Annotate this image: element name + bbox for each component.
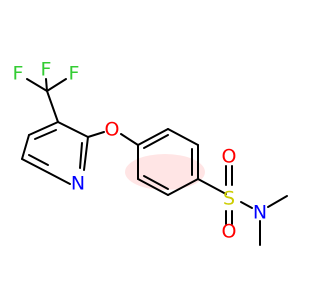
bond-pyr-c4-c3 <box>28 121 59 136</box>
bond-c-f-left <box>26 78 48 92</box>
bond-pyr-c2-n-inner <box>79 142 83 169</box>
bond-n-methyl-1 <box>267 195 288 208</box>
bond-c2-o <box>87 131 105 138</box>
bond-c-f-top <box>45 78 48 92</box>
atom-fluorine-top: F <box>41 59 52 81</box>
bond-bz-c2-c3 <box>167 128 199 146</box>
bond-pyr-c6-c5-inner <box>28 154 49 166</box>
bond-pyr-c6-c5 <box>21 158 50 174</box>
atom-sulfur: S <box>223 188 235 210</box>
bonds <box>21 78 288 246</box>
atom-oxygen-sulfonyl-bottom: O <box>222 221 237 243</box>
molecule-structure: F F F O N S O O N <box>13 59 288 246</box>
atom-fluorine-left: F <box>13 63 24 85</box>
bond-bz-c4-c5 <box>167 178 199 196</box>
bond-pyr-n-c6 <box>48 172 71 185</box>
atom-fluorine-right: F <box>69 63 80 85</box>
bond-c4-s <box>197 178 227 195</box>
atom-oxygen-sulfonyl-top: O <box>222 146 237 168</box>
bond-pyr-c5-c4 <box>21 134 30 160</box>
bond-pyr-c4-c3-inner <box>34 129 57 140</box>
bond-cf3-c3 <box>46 90 59 123</box>
atom-nitrogen-pyridine: N <box>71 173 85 195</box>
bond-pyr-c3-c2 <box>57 121 89 138</box>
bond-pyr-c2-n <box>83 136 89 171</box>
molecule-canvas: F F F O N S O O N <box>12 58 288 246</box>
atom-oxygen-ether: O <box>105 119 120 141</box>
atom-nitrogen-amide: N <box>253 202 267 224</box>
bond-o-c1 <box>120 133 139 146</box>
aromatic-highlight <box>125 154 205 190</box>
bond-bz-c5-c6 <box>137 178 169 196</box>
bond-bz-inner-3 <box>143 175 169 190</box>
atom-labels: F F F O N S O O N <box>13 59 268 243</box>
bond-c-f-right <box>46 78 67 92</box>
bond-bz-c1-c2 <box>137 128 169 146</box>
bond-bz-inner-1 <box>143 134 169 149</box>
bond-s-n <box>240 201 253 209</box>
